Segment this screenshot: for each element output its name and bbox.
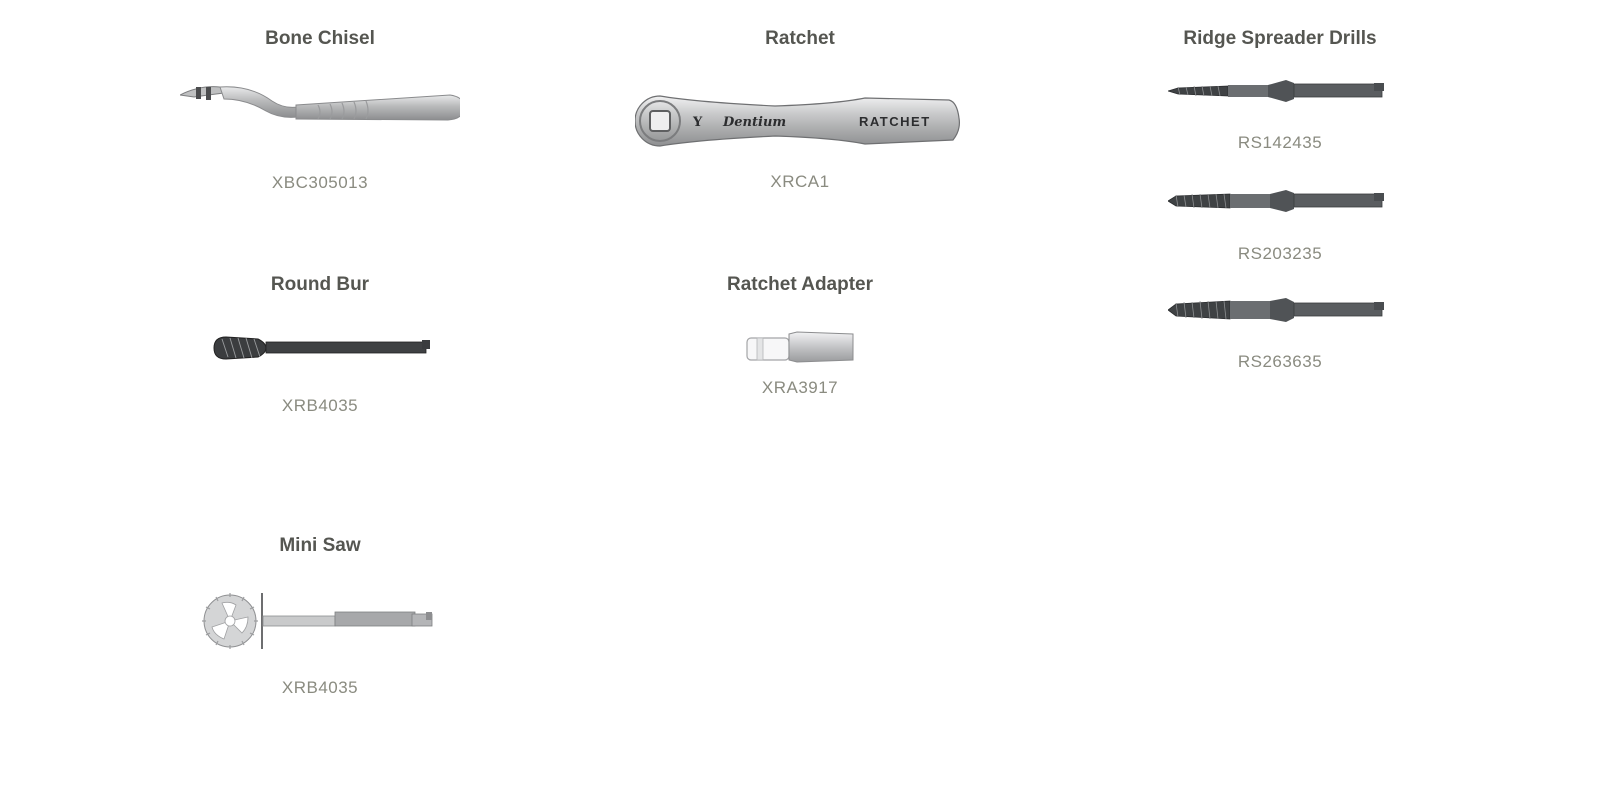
ratchet-icon: Y Dentium RATCHET (635, 95, 960, 147)
product-bone-chisel[interactable]: Bone Chisel XBC305013 (160, 28, 480, 208)
ridge-spreader-drill-icon (1168, 298, 1384, 322)
mini-saw-icon (202, 593, 433, 649)
bone-chisel-icon (180, 86, 460, 121)
product-title: Round Bur (270, 274, 370, 295)
product-ridge-spreader[interactable]: Ridge Spreader Drills RS142435 RS203235 (1120, 28, 1440, 388)
drill-variant[interactable]: RS263635 (1120, 296, 1440, 376)
product-title: Ratchet (765, 28, 835, 49)
product-code: RS142435 (1237, 133, 1323, 152)
product-round-bur[interactable]: Round Bur XRB4035 (160, 274, 480, 434)
product-ratchet[interactable]: Ratchet Y Dentium RATCHET XRCA1 (630, 28, 970, 208)
product-code: XRB4035 (281, 678, 359, 697)
product-title: Mini Saw (279, 535, 361, 556)
product-code: XBC305013 (271, 173, 369, 192)
product-title: Ratchet Adapter (726, 274, 874, 295)
product-code: RS263635 (1237, 352, 1323, 371)
product-ratchet-adapter[interactable]: Ratchet Adapter XRA3917 (630, 274, 970, 414)
round-bur-icon (213, 336, 430, 360)
ridge-spreader-drill-icon (1168, 190, 1384, 212)
svg-text:RATCHET: RATCHET (859, 114, 931, 129)
product-code: XRB4035 (281, 396, 359, 415)
ridge-spreader-drill-icon (1168, 80, 1384, 102)
drill-variant[interactable]: RS203235 (1120, 188, 1440, 268)
svg-text:Y: Y (692, 115, 703, 130)
ratchet-adapter-icon (746, 331, 854, 363)
product-code: XRA3917 (761, 378, 839, 397)
drill-variant[interactable]: RS142435 (1120, 78, 1440, 158)
product-title: Ridge Spreader Drills (1183, 28, 1377, 49)
product-code: RS203235 (1237, 244, 1323, 263)
svg-text:Dentium: Dentium (722, 115, 786, 130)
product-code: XRCA1 (770, 172, 830, 191)
product-mini-saw[interactable]: Mini Saw XRB4035 (160, 535, 480, 715)
product-title: Bone Chisel (265, 28, 375, 49)
